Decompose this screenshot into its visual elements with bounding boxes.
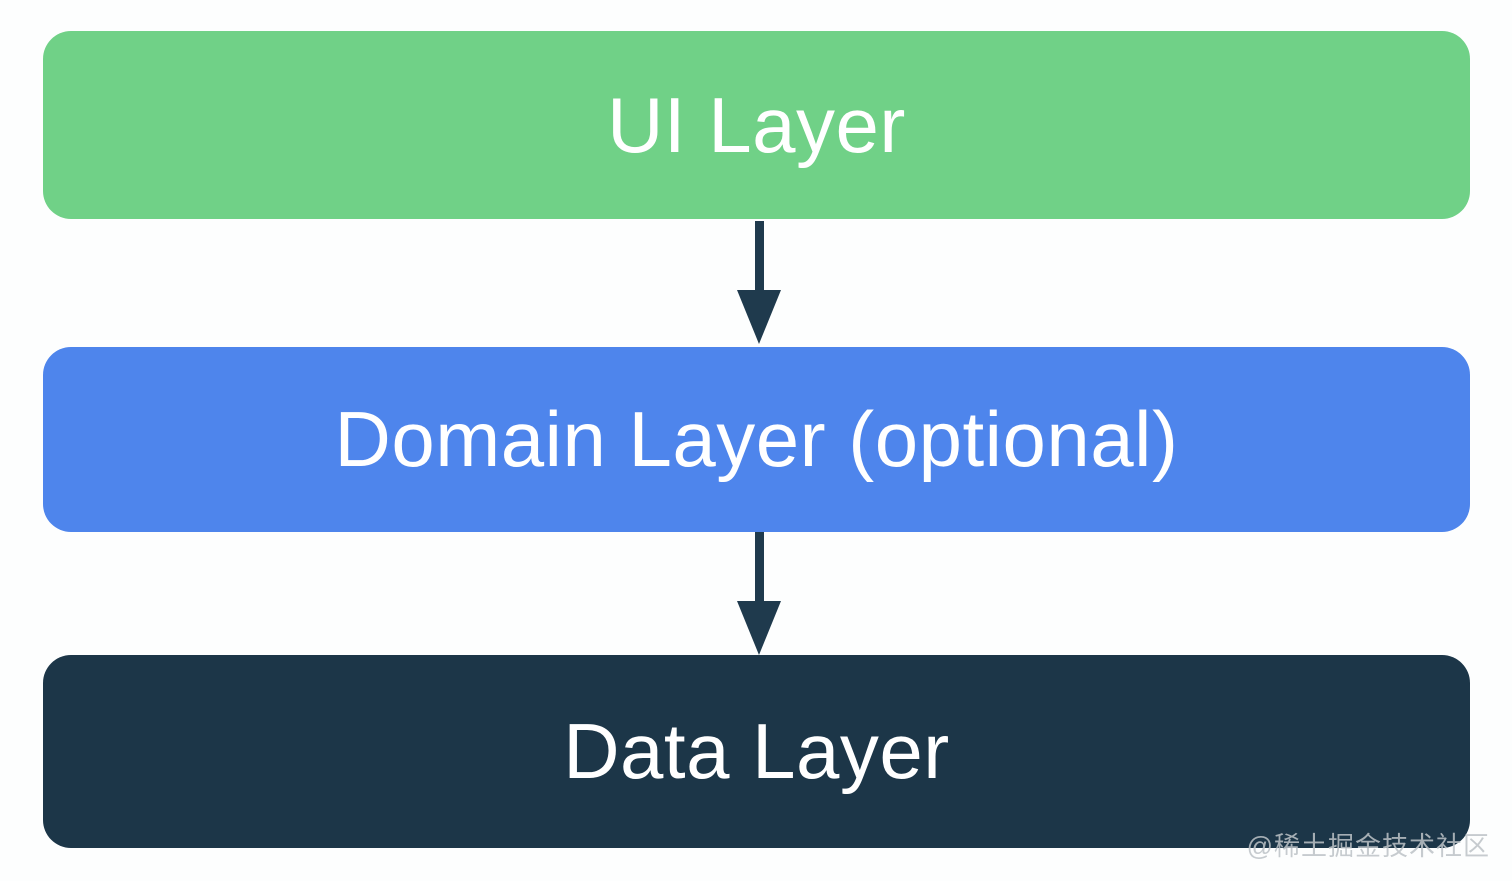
arrow-shaft: [754, 532, 764, 601]
arrow-ui-to-domain: [737, 221, 781, 344]
node-domain-layer-label: Domain Layer (optional): [334, 395, 1179, 483]
node-data-layer-label: Data Layer: [563, 707, 950, 795]
node-ui-layer-label: UI Layer: [607, 80, 906, 169]
arrow-down-icon: [737, 290, 781, 344]
node-data-layer: Data Layer: [43, 655, 1470, 848]
arrow-down-icon: [737, 601, 781, 655]
node-ui-layer: UI Layer: [43, 31, 1470, 219]
node-domain-layer: Domain Layer (optional): [43, 347, 1470, 532]
arrow-shaft: [754, 221, 764, 290]
arrow-domain-to-data: [737, 532, 781, 655]
